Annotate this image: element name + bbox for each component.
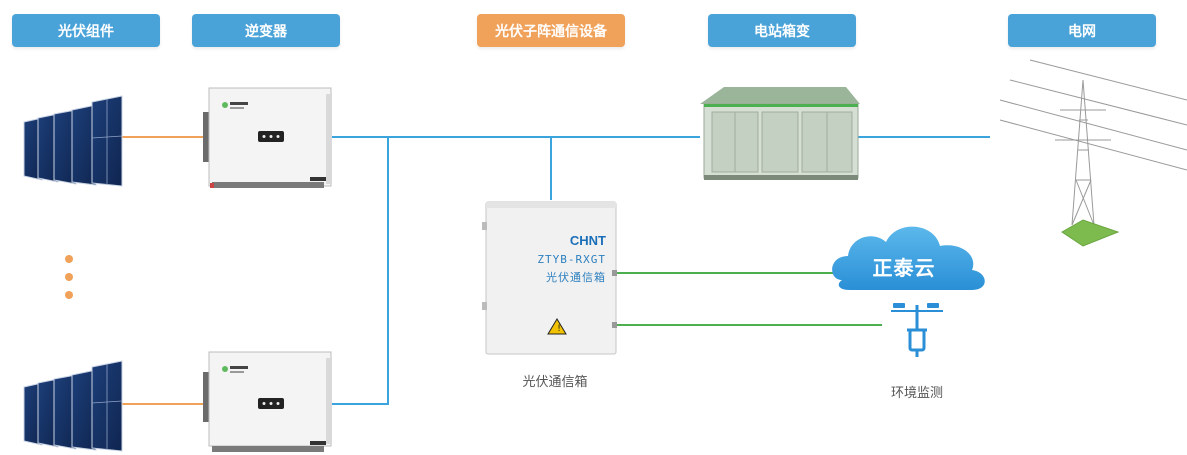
header-pv-modules: 光伏组件: [12, 14, 160, 47]
cloud-label: 正泰云: [873, 256, 936, 280]
header-box-transformer: 电站箱变: [708, 14, 856, 47]
pv-comm-box: !: [482, 201, 617, 355]
cloud-icon: [832, 226, 985, 290]
dc-lines: [118, 136, 205, 405]
comm-box-model: ZTYB-RXGT: [537, 253, 606, 266]
comm-lines: [610, 272, 882, 326]
ellipsis-dot-3: [65, 291, 73, 299]
header-inverter: 逆变器: [192, 14, 340, 47]
comm-box-brand: CHNT: [570, 233, 606, 248]
transmission-tower: [999, 59, 1187, 247]
env-monitor-caption: 环境监测: [890, 386, 943, 401]
ac-bus-lines: [330, 136, 990, 405]
ellipsis-dot-2: [65, 273, 73, 281]
env-monitor-icon: [891, 303, 943, 357]
pv-module-stack-bottom: [23, 360, 123, 452]
comm-box-name: 光伏通信箱: [546, 270, 606, 284]
inverter-top: [203, 87, 332, 188]
pv-module-stack-top: [23, 95, 123, 187]
header-subarray-comm: 光伏子阵通信设备: [477, 14, 625, 47]
ellipsis-dot-1: [65, 255, 73, 263]
svg-text:!: !: [557, 324, 561, 334]
header-grid: 电网: [1008, 14, 1156, 47]
inverter-bottom: [203, 351, 332, 452]
comm-box-caption: 光伏通信箱: [522, 375, 588, 390]
box-transformer: [700, 87, 860, 180]
